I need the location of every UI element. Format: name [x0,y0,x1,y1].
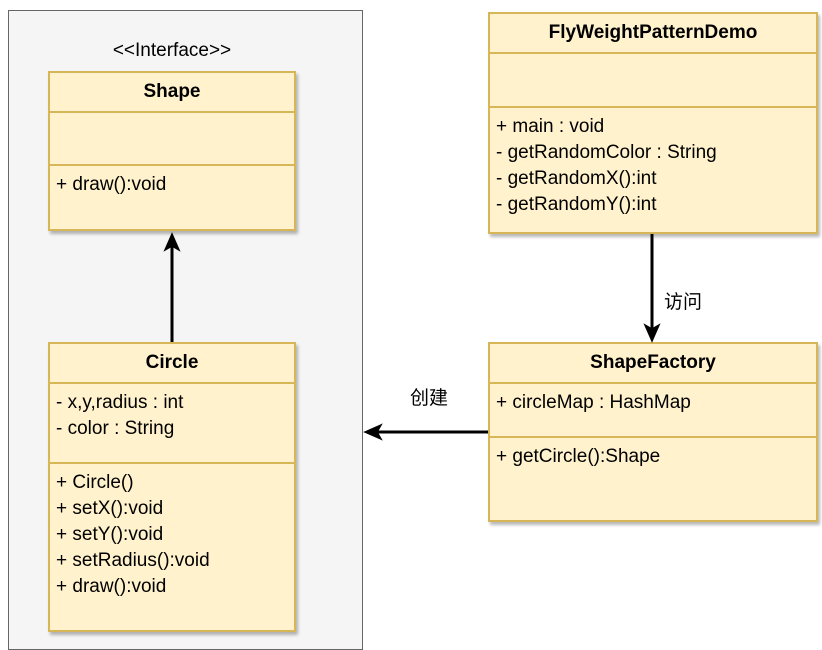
demo-class-name: FlyWeightPatternDemo [490,14,816,54]
circle-method: + setRadius():void [56,550,210,571]
circle-attribute: - x,y,radius : int [56,392,184,413]
shape-method: + draw():void [56,174,167,195]
create-edge-label: 创建 [410,387,449,409]
circle-methods-section: + Circle() + setX():void + setY():void +… [50,464,294,600]
circle-method: + setX():void [56,498,164,519]
circle-class-name: Circle [50,344,294,384]
demo-methods-section: + main : void - getRandomColor : String … [490,108,816,218]
demo-method: - getRandomColor : String [496,142,717,163]
demo-attributes-section [490,54,816,108]
circle-attribute: - color : String [56,418,175,439]
create-edge-arrowhead [363,423,383,441]
demo-method: - getRandomX():int [496,168,657,189]
factory-attributes-section: + circleMap : HashMap [490,384,816,438]
circle-attributes-section: - x,y,radius : int - color : String [50,384,294,464]
circle-method: + Circle() [56,472,134,493]
shape-class-name: Shape [50,73,294,113]
shape-class[interactable]: Shape + draw():void [48,71,296,231]
flyweight-demo-class[interactable]: FlyWeightPatternDemo + main : void - get… [488,12,818,234]
shape-attributes-section [50,113,294,166]
visit-edge-arrowhead [643,323,661,343]
shape-methods-section: + draw():void [50,166,294,198]
circle-class[interactable]: Circle - x,y,radius : int - color : Stri… [48,342,296,632]
shape-factory-class[interactable]: ShapeFactory + circleMap : HashMap + get… [488,342,818,522]
demo-method: - getRandomY():int [496,194,657,215]
circle-method: + draw():void [56,576,167,597]
visit-edge-label: 访问 [664,291,703,313]
factory-class-name: ShapeFactory [490,344,816,384]
demo-method: + main : void [496,116,605,137]
interface-stereotype-label: <<Interface>> [112,40,232,61]
circle-method: + setY():void [56,524,164,545]
factory-method: + getCircle():Shape [496,446,661,467]
factory-methods-section: + getCircle():Shape [490,438,816,470]
factory-attribute: + circleMap : HashMap [496,392,691,413]
